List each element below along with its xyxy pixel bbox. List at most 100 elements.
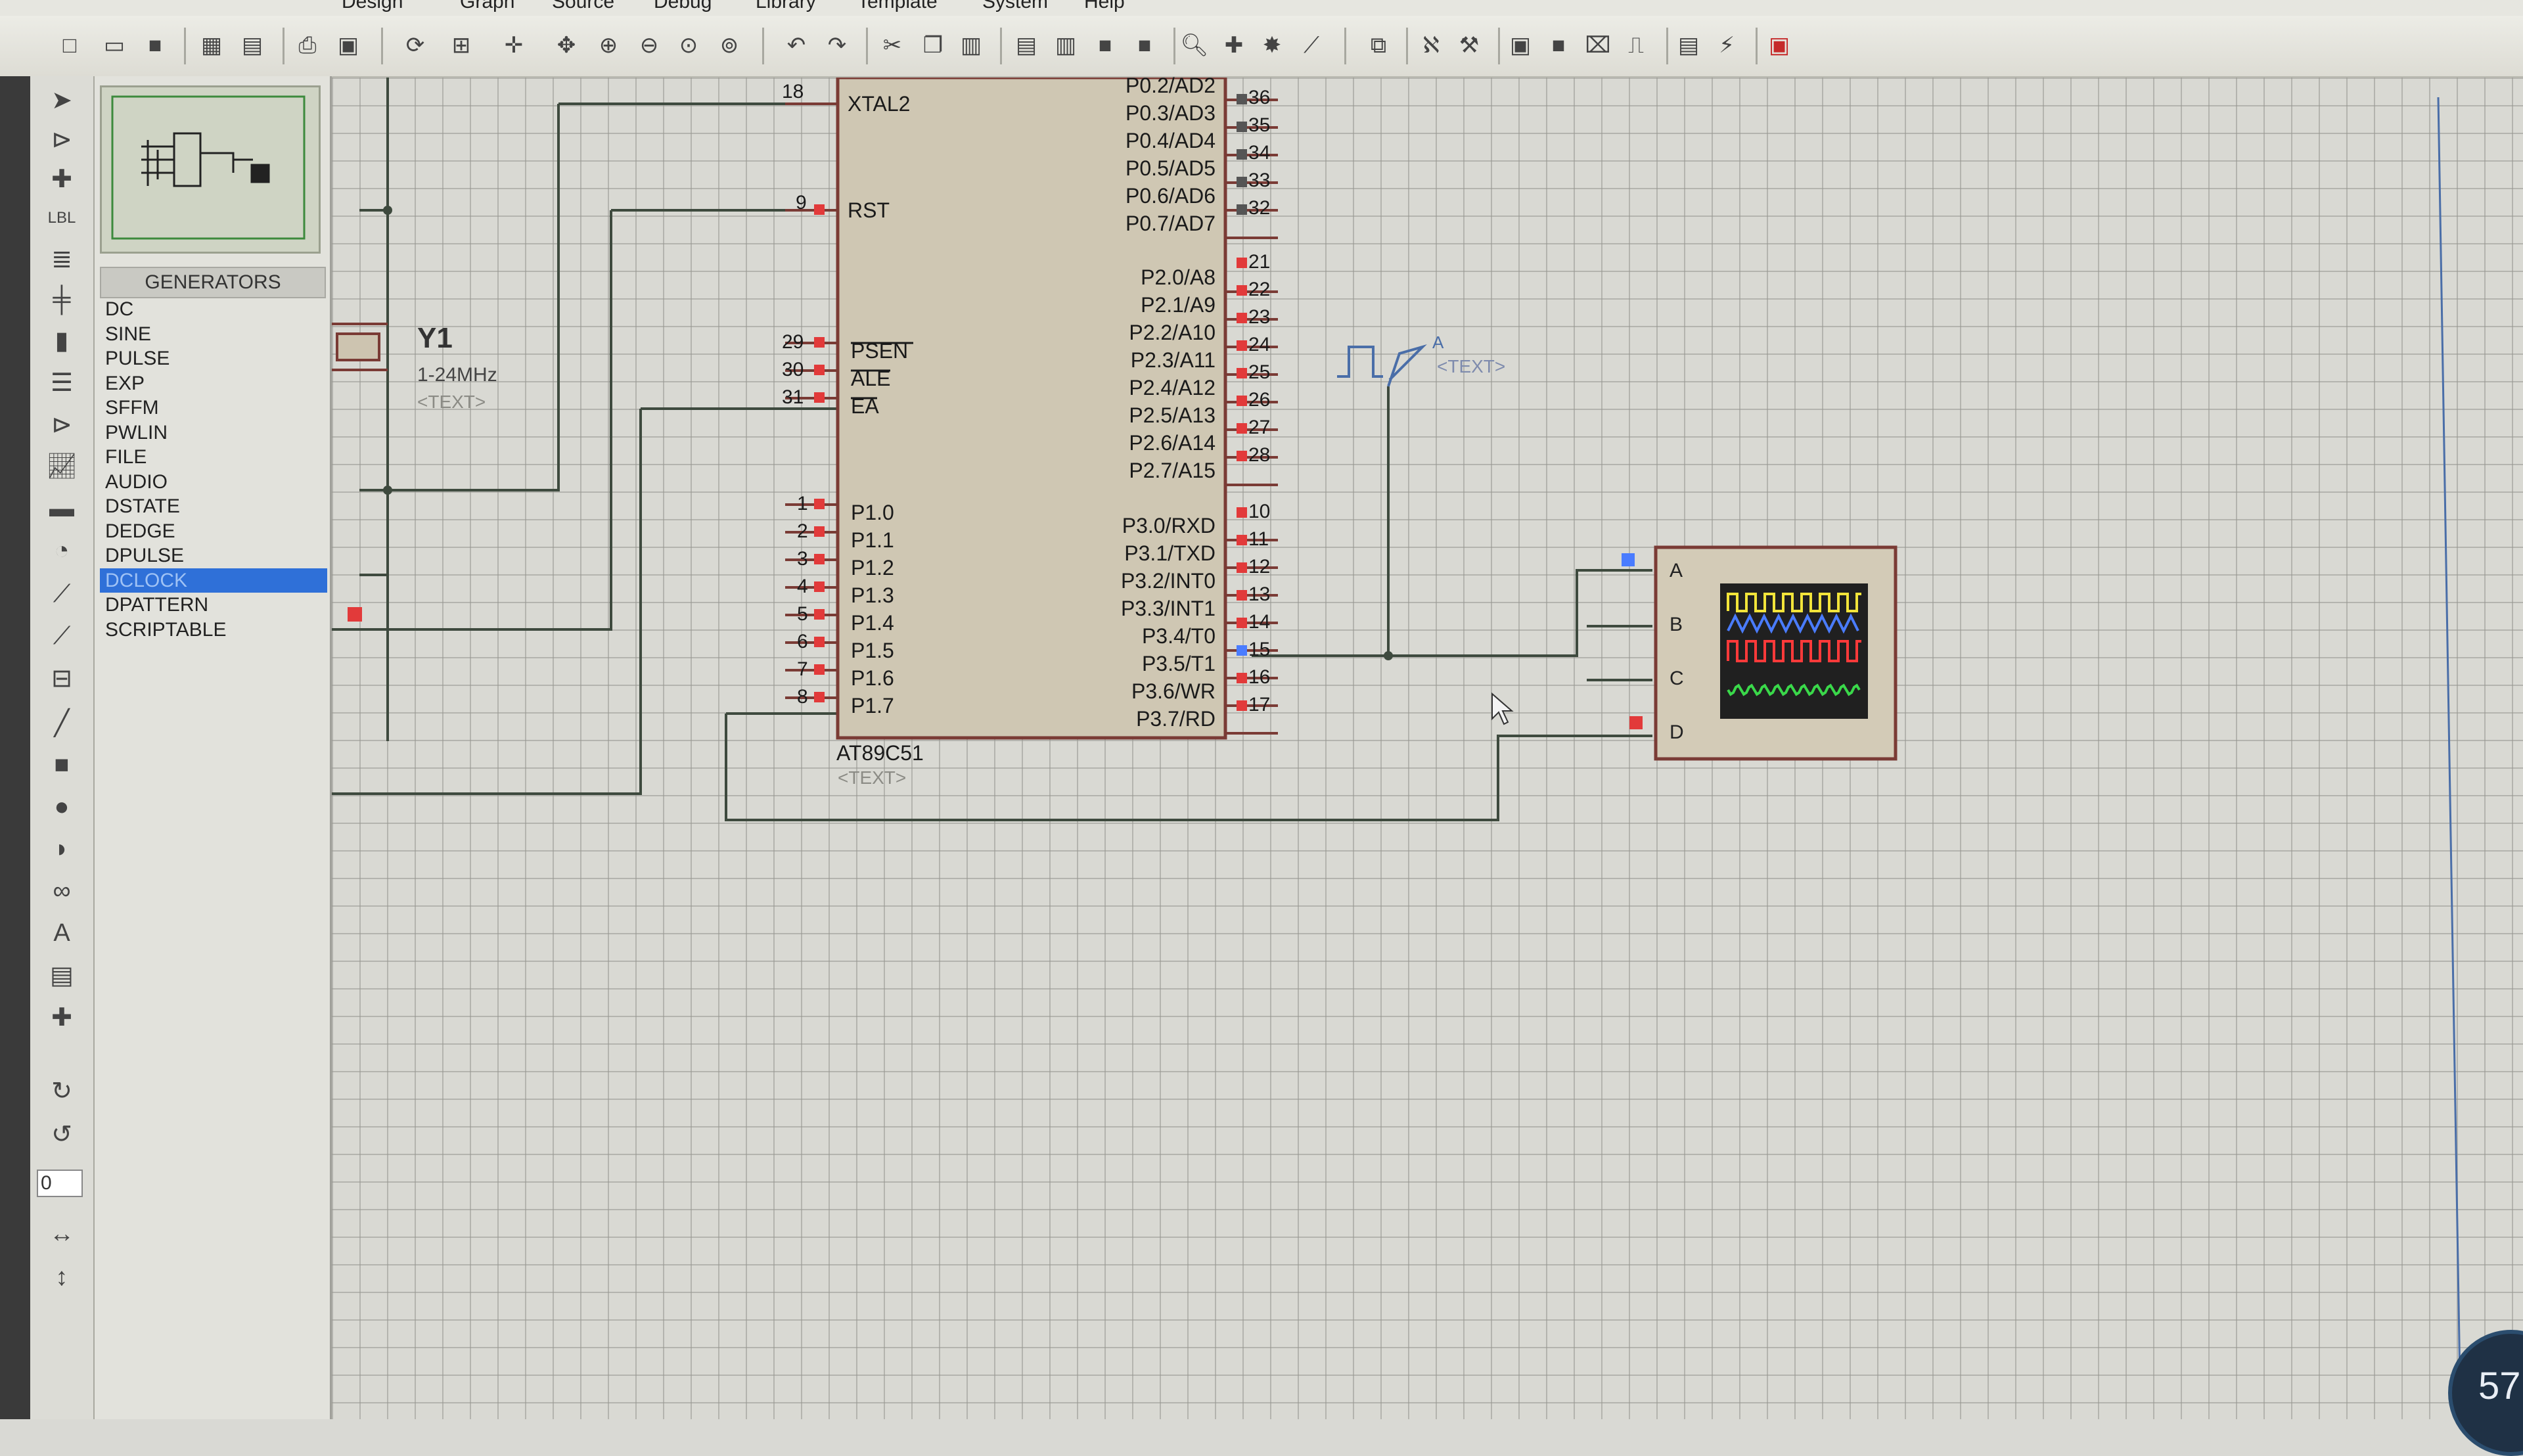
text-icon[interactable]: A	[53, 919, 70, 947]
copy-icon[interactable]: ❐	[922, 33, 943, 58]
paste-icon[interactable]: ▥	[960, 33, 982, 58]
bus-icon[interactable]: ╪	[53, 285, 71, 313]
list-item[interactable]: PWLIN	[105, 421, 168, 444]
zoom-area-icon[interactable]: ⊚	[719, 33, 739, 58]
new-icon[interactable]: □	[62, 32, 77, 58]
export-icon[interactable]: ▤	[241, 33, 263, 58]
scope-channel-d[interactable]: D	[1670, 721, 1684, 743]
list-item[interactable]: DPULSE	[105, 545, 185, 566]
list-item[interactable]: SCRIPTABLE	[105, 618, 227, 641]
circle-icon[interactable]: ●	[54, 792, 70, 821]
pick-icon[interactable]: 🔍︎	[1180, 33, 1209, 58]
symbol-icon[interactable]: ▤	[50, 961, 74, 990]
arc-icon[interactable]: ◗	[54, 834, 70, 863]
junction-dot-icon[interactable]: ✚	[51, 165, 72, 193]
zoom-out-icon[interactable]: ⊖	[639, 33, 659, 58]
tape-recorder-icon[interactable]: ▬	[49, 494, 74, 522]
decompose-icon[interactable]: ⟋	[1304, 32, 1319, 58]
pin-label: P0.7/AD7	[1125, 212, 1216, 235]
mirror-vertical-icon[interactable]: ↕	[55, 1263, 68, 1291]
chip-body[interactable]	[836, 78, 1227, 740]
dclock-generator[interactable]	[1337, 344, 1427, 387]
menu-debug[interactable]: Debug	[654, 0, 712, 12]
list-item[interactable]: SINE	[105, 323, 152, 345]
undo-icon[interactable]: ↶	[786, 33, 806, 58]
selection-mode-icon[interactable]: ➤	[51, 86, 72, 114]
list-item[interactable]: EXP	[105, 372, 145, 394]
menu-system[interactable]: System	[982, 0, 1049, 12]
ares-logo-icon[interactable]: ▣	[1768, 33, 1790, 58]
device-pins-icon[interactable]: ⊳	[51, 411, 72, 439]
list-item[interactable]: SFFM	[105, 397, 159, 419]
generator-mode-icon[interactable]: ◔	[54, 536, 70, 564]
component-mode-icon[interactable]: ⊳	[51, 125, 72, 154]
crystal-y1[interactable]	[332, 323, 388, 371]
ares-icon[interactable]: ⎍	[1628, 32, 1644, 58]
pan-icon[interactable]: ✥	[557, 33, 576, 58]
voltage-probe-icon[interactable]: ⟋	[53, 580, 71, 608]
terminals-icon[interactable]: ☰	[50, 369, 74, 397]
report-icon[interactable]: ▤	[1677, 33, 1700, 58]
line-icon[interactable]: ╱	[54, 709, 70, 737]
refresh-icon[interactable]: ⟳	[405, 33, 425, 58]
block-move-icon[interactable]: ▥	[1055, 33, 1077, 58]
list-item[interactable]: AUDIO	[105, 470, 168, 493]
redo-icon[interactable]: ↷	[827, 33, 847, 58]
subcircuit-icon[interactable]: ▮	[55, 327, 69, 355]
path-icon[interactable]: ∞	[53, 876, 71, 905]
simulate-icon[interactable]: ⚡︎	[1719, 33, 1735, 58]
package-icon[interactable]: ✸	[1262, 33, 1282, 58]
schematic-canvas[interactable]: XTAL2 RST PSEN ALE EA P1.0 P1.1 P1.2 P1.…	[332, 74, 2523, 1419]
mirror-horizontal-icon[interactable]: ↔	[49, 1219, 74, 1248]
save-icon[interactable]: ■	[148, 32, 162, 58]
graph-mode-icon[interactable]: 📈︎	[45, 453, 78, 480]
search-icon[interactable]: ℵ	[1422, 33, 1440, 58]
bom-icon[interactable]: ■	[1551, 32, 1566, 58]
wire-label-icon[interactable]: LBL	[47, 209, 76, 227]
wire-autorouter-icon[interactable]: ⧉	[1370, 32, 1387, 58]
menu-design[interactable]: Design	[342, 0, 403, 12]
list-item-selected[interactable]: DCLOCK	[100, 568, 327, 593]
list-item[interactable]: DPATTERN	[105, 594, 209, 616]
block-delete-icon[interactable]: ■	[1137, 32, 1152, 58]
origin-icon[interactable]: ✛	[504, 33, 524, 58]
list-item[interactable]: DSTATE	[105, 495, 180, 517]
menu-template[interactable]: Template	[857, 0, 938, 12]
list-item[interactable]: DEDGE	[105, 520, 175, 542]
import-icon[interactable]: ▦	[200, 33, 223, 58]
zoom-all-icon[interactable]: ⊙	[679, 33, 698, 58]
block-rotate-icon[interactable]: ■	[1098, 32, 1112, 58]
scope-channel-c[interactable]: C	[1670, 668, 1684, 689]
rotate-clockwise-icon[interactable]: ↻	[51, 1077, 72, 1105]
menu-help[interactable]: Help	[1084, 0, 1125, 12]
marker-icon[interactable]: ✚	[51, 1003, 72, 1032]
rotation-input[interactable]	[37, 1170, 83, 1197]
make-device-icon[interactable]: ✚	[1224, 33, 1244, 58]
list-item[interactable]: DC	[105, 298, 134, 320]
block-copy-icon[interactable]: ▤	[1015, 33, 1037, 58]
current-probe-icon[interactable]: ⟋	[53, 622, 71, 650]
menu-graph[interactable]: Graph	[460, 0, 515, 12]
print-icon[interactable]: ⎙	[298, 32, 317, 58]
list-item[interactable]: PULSE	[105, 348, 170, 369]
grid-icon[interactable]: ⊞	[451, 33, 471, 58]
drc-icon[interactable]: ⌧	[1585, 33, 1611, 58]
menu-library[interactable]: Library	[756, 0, 816, 12]
scope-channel-b[interactable]: B	[1670, 614, 1683, 635]
zoom-in-icon[interactable]: ⊕	[599, 33, 618, 58]
text-script-icon[interactable]: ≣	[51, 245, 72, 273]
scope-channel-a[interactable]: A	[1670, 560, 1683, 581]
list-item[interactable]: FILE	[105, 446, 147, 468]
menu-source[interactable]: Source	[552, 0, 615, 12]
property-tool-icon[interactable]: ⚒	[1459, 33, 1480, 58]
overview-preview[interactable]	[100, 85, 321, 254]
pin-number: 18	[782, 81, 804, 102]
open-icon[interactable]: ▭	[103, 33, 125, 58]
virtual-instruments-icon[interactable]: ⊟	[51, 664, 72, 693]
cut-icon[interactable]: ✂	[882, 33, 902, 58]
rotate-anticlockwise-icon[interactable]: ↺	[51, 1120, 72, 1149]
oscilloscope[interactable]	[1622, 545, 1898, 761]
box-icon[interactable]: ■	[54, 750, 70, 779]
netlist-icon[interactable]: ▣	[1509, 33, 1532, 58]
area-icon[interactable]: ▣	[337, 33, 359, 58]
